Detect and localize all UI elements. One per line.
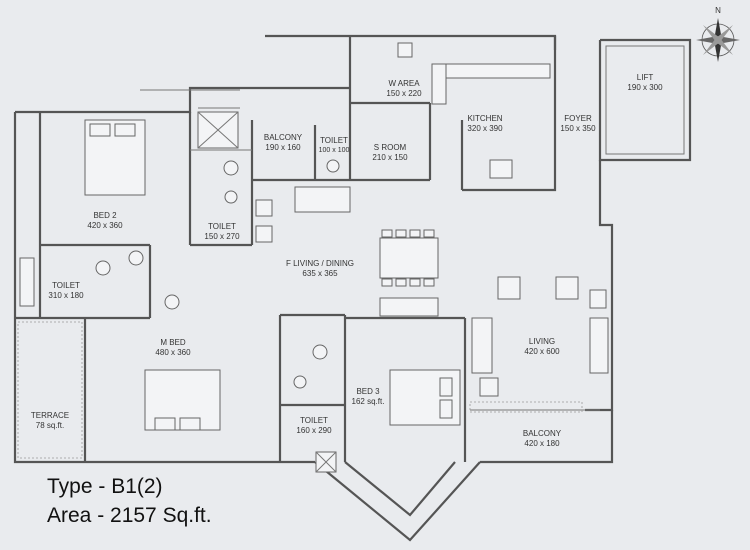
bed-3-pillow [439, 399, 453, 419]
room-name-kitchen: KITCHEN [467, 114, 502, 123]
m-bed-pillow [154, 417, 176, 431]
room-size-toilet-bed-2: 150 x 270 [204, 232, 240, 241]
bathtub [19, 257, 35, 307]
toilet-fixture [223, 160, 239, 176]
room-size-terrace: 78 sq.ft. [36, 421, 64, 430]
toilet-fixture [326, 159, 340, 173]
room-name-toilet-bed-3: TOILET [300, 416, 328, 425]
room-size-balcony-bottom: 420 x 180 [524, 439, 560, 448]
dining-chair [409, 278, 421, 287]
toilet-fixture [224, 190, 238, 204]
dining-chair [381, 229, 393, 238]
room-size-toilet-bed-3: 160 x 290 [296, 426, 332, 435]
balcony-railing [469, 401, 583, 413]
terrace-floor [17, 321, 83, 459]
room-size-w-area: 150 x 220 [386, 89, 422, 98]
bed-2-pillow [89, 123, 111, 137]
toilet-fixture [293, 375, 307, 389]
sofa [294, 186, 351, 213]
living-chair [479, 377, 499, 397]
unit-type-caption: Type - B1(2) [47, 475, 163, 498]
room-name-toilet-bed-2: TOILET [208, 222, 236, 231]
dining-chair [395, 278, 407, 287]
kitchen-counter [431, 63, 551, 79]
room-name-s-room: S ROOM [374, 143, 407, 152]
living-armchair [497, 276, 521, 300]
room-size-kitchen: 320 x 390 [467, 124, 503, 133]
room-size-s-room: 210 x 150 [372, 153, 408, 162]
room-name-m-bed: M BED [160, 338, 186, 347]
room-name-balcony-top: BALCONY [264, 133, 303, 142]
living-chair [589, 289, 607, 309]
dining-chair [423, 229, 435, 238]
outer-walls [13, 34, 692, 542]
room-size-balcony-top: 190 x 160 [265, 143, 301, 152]
room-name-living-dining: F LIVING / DINING [286, 259, 354, 268]
compass-rose: N [696, 6, 740, 62]
dining-table [379, 237, 439, 279]
room-name-lift: LIFT [637, 73, 654, 82]
room-size-lift: 190 x 300 [627, 83, 663, 92]
room-labels: LIFT 190 x 300 FOYER 150 x 350 KITCHEN 3… [31, 73, 663, 448]
room-size-m-bed: 480 x 360 [155, 348, 191, 357]
toilet-fixture [312, 344, 328, 360]
room-size-foyer: 150 x 350 [560, 124, 596, 133]
living-armchair [555, 276, 579, 300]
dining-chair [381, 278, 393, 287]
dining-chair [409, 229, 421, 238]
room-name-w-area: W AREA [388, 79, 420, 88]
m-bed-pillow [179, 417, 201, 431]
room-name-bed-3: BED 3 [356, 387, 380, 396]
kitchen-counter [431, 63, 447, 105]
bed-3-pillow [439, 377, 453, 397]
room-size-bed-2: 420 x 360 [87, 221, 123, 230]
bed-2-pillow [114, 123, 136, 137]
room-name-toilet-left: TOILET [52, 281, 80, 290]
room-name-foyer: FOYER [564, 114, 592, 123]
room-name-toilet-s: TOILET [320, 136, 348, 145]
room-size-toilet-left: 310 x 180 [48, 291, 84, 300]
toilet-fixture [95, 260, 111, 276]
kitchen-table [489, 159, 513, 179]
toilet-fixture [128, 250, 144, 266]
room-name-bed-2: BED 2 [93, 211, 117, 220]
living-sofa [589, 317, 609, 374]
dining-chair [423, 278, 435, 287]
room-name-terrace: TERRACE [31, 411, 69, 420]
furniture [17, 42, 609, 473]
armchair [255, 225, 273, 243]
room-name-living: LIVING [529, 337, 555, 346]
room-size-living: 420 x 600 [524, 347, 560, 356]
interior-walls [15, 36, 600, 462]
unit-area-caption: Area - 2157 Sq.ft. [47, 504, 212, 527]
living-sofa [471, 317, 493, 374]
room-name-balcony-bottom: BALCONY [523, 429, 562, 438]
toilet-fixture [164, 294, 180, 310]
dining-chair [395, 229, 407, 238]
room-size-living-dining: 635 x 365 [302, 269, 338, 278]
room-size-bed-3: 162 sq.ft. [352, 397, 385, 406]
washing-machine [397, 42, 413, 58]
room-size-toilet-s: 100 x 100 [319, 147, 350, 154]
armchair [255, 199, 273, 217]
compass-north-label: N [715, 6, 721, 15]
side-table [379, 297, 439, 317]
